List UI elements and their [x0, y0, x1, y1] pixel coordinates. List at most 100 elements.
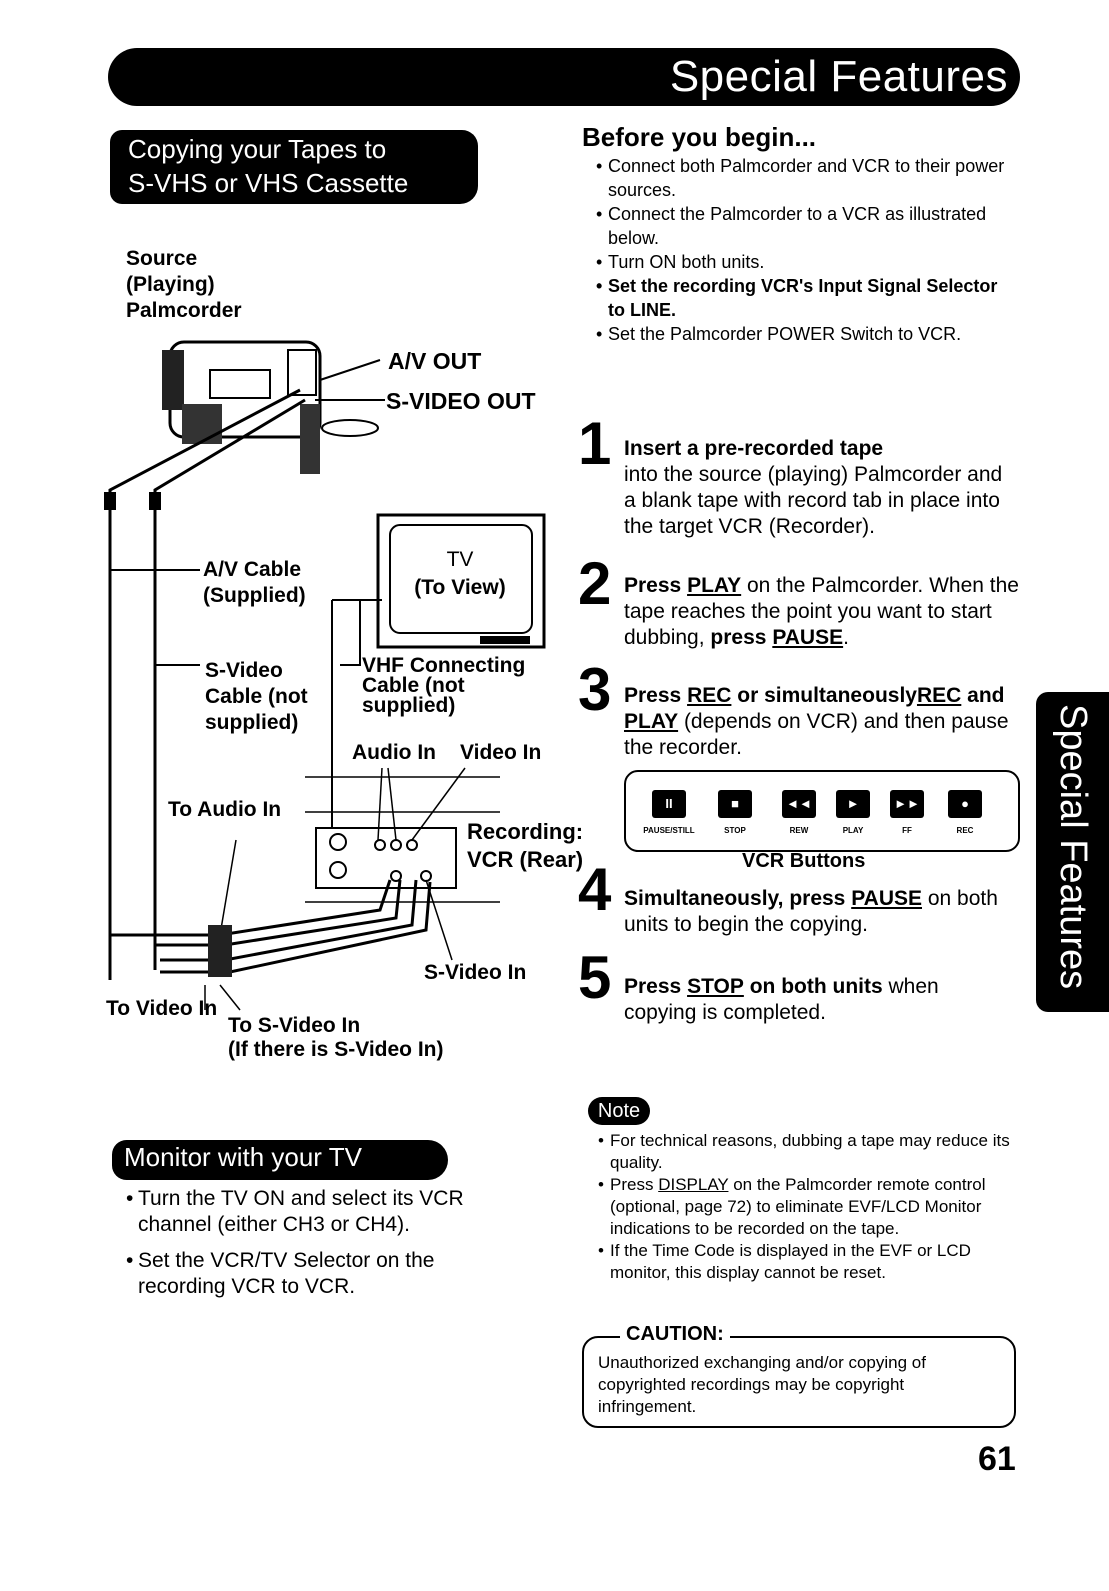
step-1-body: into the source (playing) Palmcorder and…	[624, 463, 1003, 538]
list-item: Set the recording VCR's Input Signal Sel…	[596, 274, 1018, 322]
step-2-body: on the Palmcorder. When the tape reaches…	[624, 574, 1019, 649]
step-4-pause: PAUSE	[851, 887, 922, 910]
rewind-label: REW	[789, 826, 809, 835]
list-item: Set the VCR/TV Selector on the recording…	[126, 1248, 518, 1300]
to-audio-in-label: To Audio In	[168, 798, 282, 821]
source-label: Source (Playing) Palmcorder	[126, 246, 242, 324]
step-5-body: when copying is completed.	[624, 975, 939, 1024]
tv-illustration	[376, 513, 546, 649]
header-bar: Special Features	[108, 48, 1020, 106]
source-line2: (Playing)	[126, 273, 215, 296]
step-3-mid: or simultaneously	[737, 684, 917, 707]
audio-in-label: Audio In	[352, 741, 436, 764]
source-line3: Palmcorder	[126, 299, 242, 322]
side-tab-label: Special Features	[1052, 704, 1094, 990]
av-out-label: A/V OUT	[388, 348, 482, 374]
caution-label: CAUTION:	[620, 1323, 730, 1346]
to-svideo-in-line2: (If there is S-Video In)	[228, 1038, 444, 1061]
step-5-press: Press	[624, 975, 682, 998]
av-cable-line2: (Supplied)	[203, 584, 306, 607]
before-begin-list: Connect both Palmcorder and VCR to their…	[594, 154, 1018, 346]
vcr-buttons-panel: II PAUSE/STILL ■ STOP ◄◄ REW ► PLAY ►► F…	[624, 770, 1020, 852]
list-item: For technical reasons, dubbing a tape ma…	[598, 1130, 1030, 1174]
section-title-copying: Copying your Tapes to S-VHS or VHS Casse…	[110, 130, 478, 204]
video-in-label: Video In	[460, 741, 542, 764]
play-icon: ►	[836, 790, 870, 818]
recording-line1: Recording:	[467, 819, 584, 844]
list-item: Connect both Palmcorder and VCR to their…	[596, 154, 1018, 202]
vhf-line3: supplied)	[362, 694, 456, 717]
step-1-bold: Insert a pre-recorded tape	[624, 437, 884, 460]
caution-box: Unauthorized exchanging and/or copying o…	[582, 1336, 1016, 1428]
step-3-play: PLAY	[624, 710, 679, 733]
av-cable-label: A/V Cable (Supplied)	[203, 557, 306, 609]
to-video-in-label: To Video In	[106, 997, 218, 1020]
list-item: Press DISPLAY on the Palmcorder remote c…	[598, 1174, 1030, 1240]
step-number: 2	[578, 550, 612, 617]
source-line1: Source	[126, 247, 198, 270]
recording-vcr-label: Recording: VCR (Rear)	[467, 818, 583, 874]
pause-still-icon: II	[652, 790, 686, 818]
page-number: 61	[978, 1440, 1016, 1478]
vcr-rear-illustration	[315, 827, 457, 889]
play-label: PLAY	[842, 826, 864, 835]
step-2-press2: press	[710, 626, 767, 649]
step-5-bold: on both units	[749, 975, 883, 998]
section-title-monitor: Monitor with your TV	[112, 1140, 448, 1180]
vhf-cable-label: VHF Connecting Cable (not supplied)	[362, 654, 526, 717]
before-begin-title: Before you begin...	[582, 122, 817, 152]
step-number: 3	[578, 656, 612, 723]
list-item: Set the Palmcorder POWER Switch to VCR.	[596, 322, 1018, 346]
list-item: If the Time Code is displayed in the EVF…	[598, 1240, 1030, 1284]
step-3-rec: REC	[687, 684, 732, 707]
step-2-press: Press	[624, 574, 682, 597]
av-cable-line1: A/V Cable	[203, 558, 302, 581]
tv-label-line1: TV	[446, 548, 474, 571]
step-5-stop: STOP	[687, 975, 744, 998]
section-title-line2: S-VHS or VHS Cassette	[128, 168, 409, 198]
record-label: REC	[956, 826, 974, 835]
step-3-rec2: REC	[916, 684, 962, 707]
tv-label-line2: (To View)	[414, 576, 506, 599]
connection-diagram	[104, 340, 546, 1011]
fast-forward-label: FF	[902, 826, 912, 835]
note-label: Note	[588, 1097, 650, 1125]
list-item: Turn the TV ON and select its VCR channe…	[126, 1186, 518, 1238]
vhf-line1: VHF Connecting	[362, 654, 526, 677]
svideo-in-label: S-Video In	[424, 961, 527, 984]
section-title-line1: Copying your Tapes to	[128, 134, 387, 164]
note-list: For technical reasons, dubbing a tape ma…	[596, 1130, 1030, 1284]
to-svideo-in-line1: To S-Video In	[228, 1014, 361, 1037]
step-2-text: Press PLAY on the Palmcorder. When the t…	[624, 573, 1024, 651]
pause-still-label: PAUSE/STILL	[643, 826, 695, 835]
recording-line2: VCR (Rear)	[467, 847, 584, 872]
vhf-line2: Cable (not	[362, 674, 465, 697]
fast-forward-icon: ►►	[890, 790, 924, 818]
svideo-cable-line3: supplied)	[205, 711, 299, 734]
monitor-list: Turn the TV ON and select its VCR channe…	[124, 1186, 518, 1300]
vcr-buttons-caption: VCR Buttons	[742, 850, 866, 872]
note-text: Press	[610, 1175, 654, 1194]
stop-icon: ■	[718, 790, 752, 818]
svideo-cable-line1: S-Video	[205, 659, 283, 682]
step-4-bold: Simultaneously, press	[624, 887, 846, 910]
step-3-text: Press REC or simultaneouslyREC and PLAY …	[624, 683, 1024, 761]
step-4-text: Simultaneously, press PAUSE on both unit…	[624, 886, 1004, 938]
step-3-body: (depends on VCR) and then pause the reco…	[624, 710, 1009, 759]
step-2-end: .	[843, 626, 849, 649]
page-title: Special Features	[669, 52, 1008, 101]
caution-text: Unauthorized exchanging and/or copying o…	[598, 1353, 926, 1416]
tv-label: TV (To View)	[400, 546, 520, 602]
step-number: 5	[578, 944, 612, 1011]
list-item: Turn ON both units.	[596, 250, 1018, 274]
stop-label: STOP	[724, 826, 746, 835]
side-tab: Special Features	[1036, 692, 1109, 1012]
step-4-body: on both units to begin the copying.	[624, 887, 998, 936]
note-text: on the Palmcorder remote control (option…	[610, 1175, 986, 1238]
list-item: Connect the Palmcorder to a VCR as illus…	[596, 202, 1018, 250]
record-icon: ●	[948, 790, 982, 818]
step-1-text: Insert a pre-recorded tape into the sour…	[624, 436, 1014, 540]
step-number: 4	[578, 856, 612, 923]
to-svideo-in-label: To S-Video In (If there is S-Video In)	[228, 1014, 443, 1062]
note-display-term: DISPLAY	[658, 1175, 729, 1194]
